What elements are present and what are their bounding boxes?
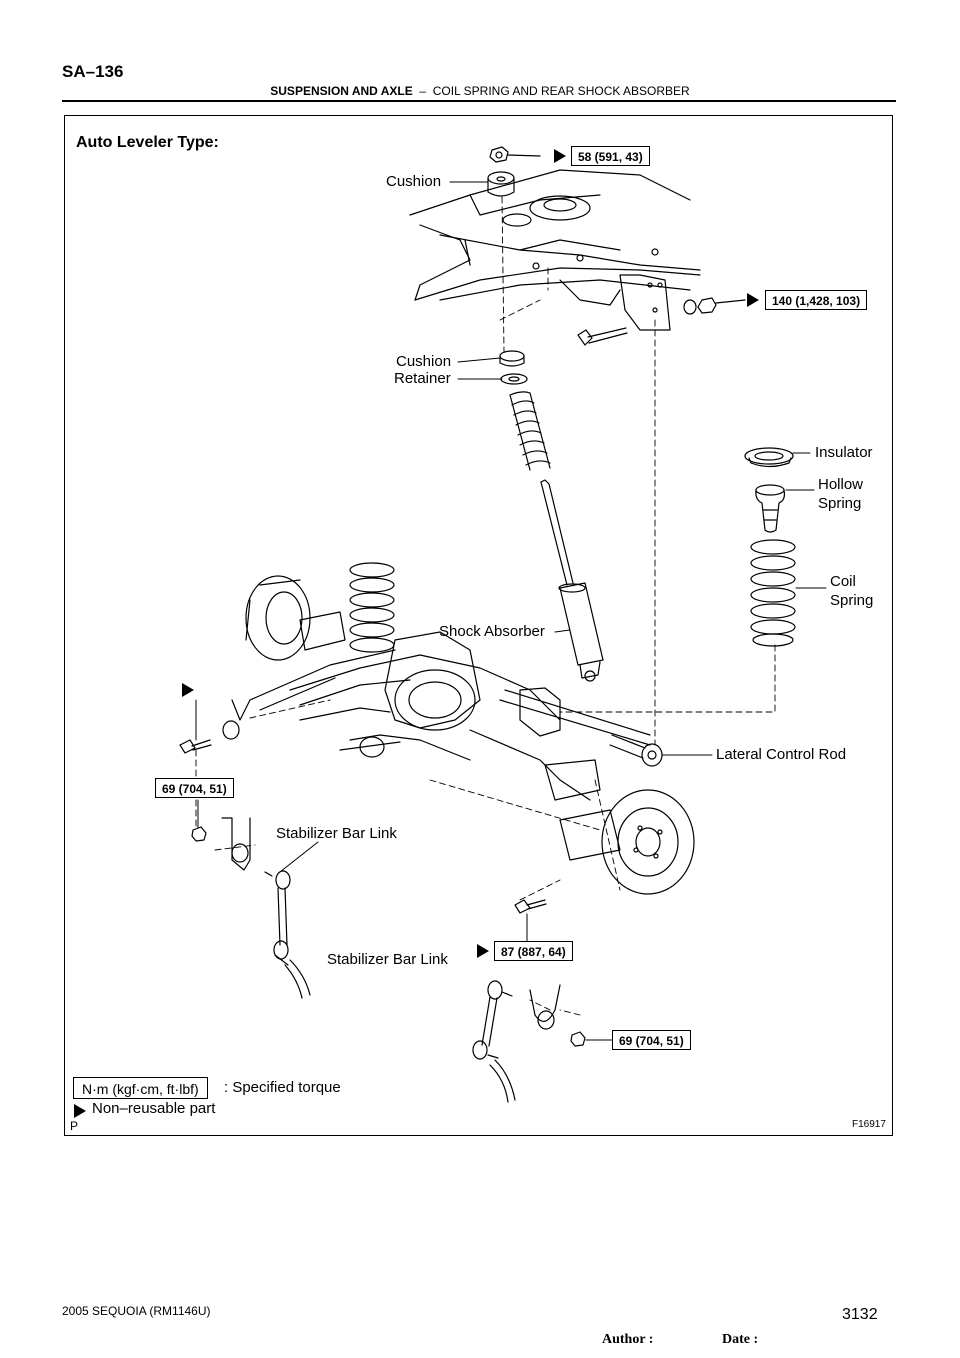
torque-top-nut: 58 (591, 43) — [571, 146, 650, 166]
left-bolt-icon — [179, 739, 212, 754]
label-stabilizer-bar-link-upper: Stabilizer Bar Link — [276, 825, 397, 842]
torque-lower-bolt: 87 (887, 64) — [494, 941, 573, 961]
page-header: SUSPENSION AND AXLE – COIL SPRING AND RE… — [0, 84, 960, 98]
nonreusable-marker-icon — [477, 944, 489, 958]
diagram-title: Auto Leveler Type: — [76, 134, 219, 151]
label-shock-absorber: Shock Absorber — [439, 623, 545, 640]
dust-boot-icon — [509, 391, 551, 471]
label-insulator: Insulator — [815, 444, 873, 461]
label-lateral-control-rod: Lateral Control Rod — [716, 746, 847, 763]
nonreusable-marker-icon — [182, 683, 194, 697]
left-brake-icon — [245, 575, 346, 661]
label-hollow-spring: Hollow Spring — [818, 476, 864, 512]
left-bracket-icon — [221, 817, 251, 871]
right-stabilizer-link-icon — [472, 980, 516, 1103]
nonreusable-marker-icon — [747, 293, 759, 307]
footer-date: Date : — [722, 1332, 759, 1347]
page-number: SA–136 — [62, 62, 124, 81]
top-nut-icon — [489, 146, 541, 163]
right-bracket-icon — [529, 984, 561, 1030]
footer-model: 2005 SEQUOIA (RM1146U) — [62, 1304, 211, 1318]
insulator-icon — [744, 447, 794, 468]
section-title: SUSPENSION AND AXLE — [270, 84, 413, 98]
subsection-title: COIL SPRING AND REAR SHOCK ABSORBER — [432, 84, 690, 98]
axle-housing-icon — [249, 631, 651, 861]
bushing-left-icon — [222, 699, 251, 740]
left-stabilizer-link-icon — [264, 870, 311, 999]
axle-coil-spring-icon — [349, 562, 395, 653]
label-coil-spring: Coil Spring — [830, 573, 874, 609]
figure-frame — [64, 115, 893, 1136]
torque-left-link: 69 (704, 51) — [155, 778, 234, 798]
coil-spring-icon — [750, 539, 796, 647]
label-retainer: Retainer — [394, 370, 451, 387]
lateral-rod-nut-icon — [683, 297, 746, 315]
label-cushion-top: Cushion — [386, 173, 442, 190]
cushion-top-icon — [487, 171, 515, 197]
hollow-spring-icon — [755, 484, 786, 533]
right-link-nut-icon — [570, 1031, 586, 1047]
left-link-nut-icon — [191, 826, 207, 842]
corner-mark: P — [70, 1119, 79, 1133]
lateral-rod-bolt-icon — [577, 327, 628, 346]
torque-right-link: 69 (704, 51) — [612, 1030, 691, 1050]
lateral-rod-end-icon — [609, 734, 663, 767]
nonreusable-marker-icon — [554, 149, 566, 163]
legend-nonreusable: Non–reusable part — [92, 1100, 216, 1117]
label-cushion-mid: Cushion — [396, 353, 452, 370]
footer-page-number: 3132 — [842, 1306, 878, 1323]
lower-bolt-icon — [514, 899, 547, 914]
retainer-icon — [500, 373, 528, 385]
nonreusable-legend-icon — [74, 1104, 86, 1118]
header-separator: – — [419, 84, 427, 98]
frame-rail — [409, 169, 701, 331]
legend-unit-box: N·m (kgf·cm, ft·lbf) — [73, 1077, 208, 1099]
footer-author: Author : — [602, 1332, 654, 1347]
header-rule — [62, 100, 896, 102]
label-stabilizer-bar-link-lower: Stabilizer Bar Link — [327, 951, 448, 968]
torque-lateral-rod: 140 (1,428, 103) — [765, 290, 868, 310]
figure-code: F16917 — [852, 1119, 886, 1130]
cushion-mid-icon — [499, 350, 525, 367]
legend-unit-description: : Specified torque — [224, 1079, 341, 1096]
right-brake-icon — [601, 789, 695, 895]
shock-absorber-icon — [540, 479, 604, 682]
